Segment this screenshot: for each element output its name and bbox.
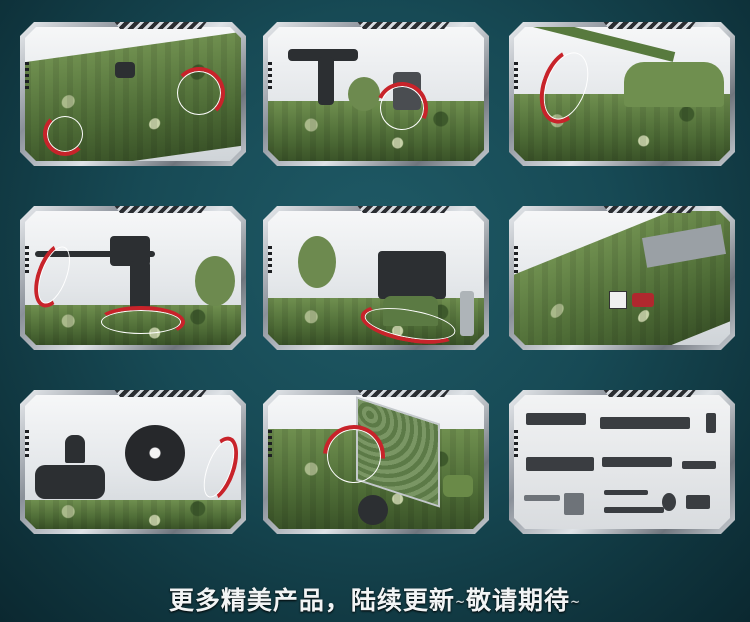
frame-stripes bbox=[357, 390, 450, 397]
panel-rotating-turret-top-view bbox=[20, 22, 246, 166]
panel-image bbox=[25, 27, 241, 161]
frame-dots bbox=[268, 246, 272, 276]
frame-dots bbox=[514, 430, 518, 460]
axe-icon bbox=[564, 493, 584, 515]
frame-dots bbox=[514, 246, 518, 276]
panel-machine-gun-rotation bbox=[20, 206, 246, 350]
assault-rifle-icon bbox=[602, 457, 672, 467]
panel-turret-machine-gun bbox=[263, 22, 489, 166]
frame-stripes bbox=[114, 390, 207, 397]
panel-image bbox=[268, 211, 484, 345]
revolver-icon bbox=[682, 461, 716, 469]
panel-image bbox=[268, 27, 484, 161]
frame-dots bbox=[25, 430, 29, 460]
frame-stripes bbox=[357, 22, 450, 29]
frame-dots bbox=[25, 246, 29, 276]
panel-weapon-accessories bbox=[509, 390, 735, 534]
frame-dots bbox=[514, 62, 518, 92]
elevate-arrow-icon bbox=[26, 237, 81, 313]
rotate-arrow-icon bbox=[173, 67, 225, 119]
panel-image bbox=[25, 211, 241, 345]
frame-dots bbox=[268, 430, 272, 460]
frame-stripes bbox=[603, 22, 696, 29]
grenade-launcher-icon bbox=[526, 457, 594, 471]
combat-knife-icon bbox=[604, 490, 648, 495]
caption-sub: 敬请期待 bbox=[466, 586, 571, 615]
panel-interior-compartment bbox=[509, 206, 735, 350]
panel-image bbox=[514, 395, 730, 529]
grenade-icon bbox=[662, 493, 676, 511]
submachine-gun-icon bbox=[526, 413, 586, 425]
rotate-arrow-icon bbox=[97, 306, 185, 338]
panel-smoke-launcher-rotation bbox=[263, 206, 489, 350]
rotate-arrow-icon bbox=[43, 112, 87, 156]
caption-main: 更多精美产品，陆续更新 bbox=[168, 586, 455, 615]
caption-tilde: ~ bbox=[570, 595, 582, 609]
footer-caption: 更多精美产品，陆续更新~敬请期待~ bbox=[0, 581, 750, 617]
caption-tilde: ~ bbox=[454, 595, 466, 609]
panel-image bbox=[268, 395, 484, 529]
panel-image bbox=[514, 211, 730, 345]
panel-main-gun-elevation bbox=[509, 22, 735, 166]
frame-stripes bbox=[114, 22, 207, 29]
panel-hatch-opening bbox=[263, 390, 489, 534]
frame-dots bbox=[268, 62, 272, 92]
panel-rocket-launcher-elevation bbox=[20, 390, 246, 534]
frame-stripes bbox=[603, 206, 696, 213]
elevate-arrow-icon bbox=[192, 432, 241, 507]
walkie-talkie-icon bbox=[706, 413, 716, 433]
binoculars-icon bbox=[686, 495, 710, 509]
machete-icon bbox=[524, 495, 560, 501]
frame-dots bbox=[25, 62, 29, 92]
panel-image bbox=[25, 395, 241, 529]
frame-stripes bbox=[357, 206, 450, 213]
panel-image bbox=[514, 27, 730, 161]
baton-icon bbox=[604, 507, 664, 513]
light-machine-gun-icon bbox=[600, 417, 690, 429]
frame-stripes bbox=[603, 390, 696, 397]
frame-stripes bbox=[114, 206, 207, 213]
